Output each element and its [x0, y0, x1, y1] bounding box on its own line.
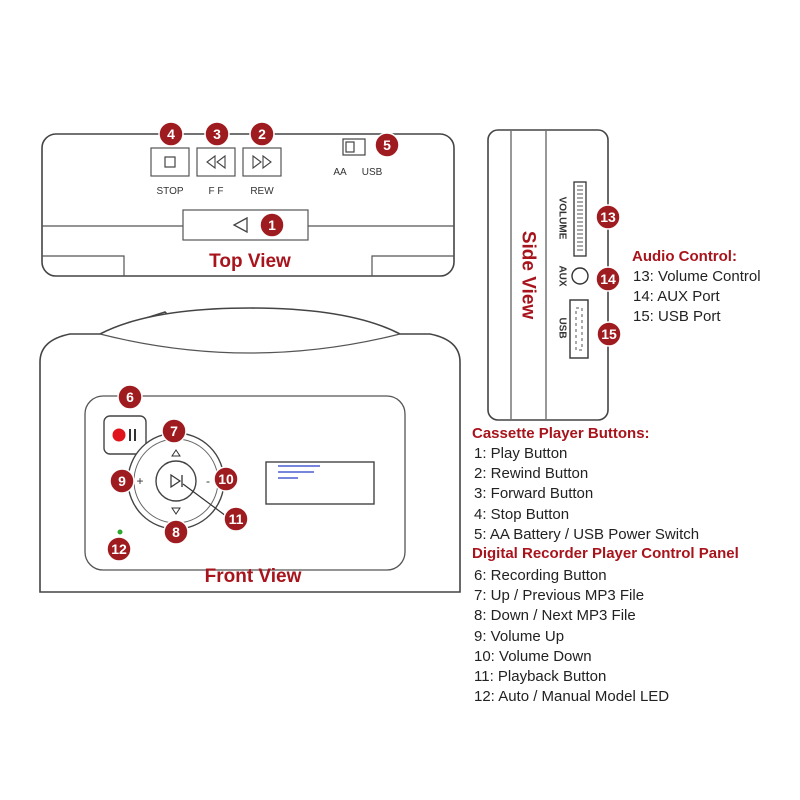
display-screen	[265, 461, 375, 505]
aux-port	[571, 267, 589, 285]
badge-4: 4	[158, 121, 184, 147]
minus-label: -	[206, 474, 210, 488]
play-pause-icon	[170, 473, 182, 489]
legend-item: 12: Auto / Manual Model LED	[474, 688, 670, 706]
svg-text:5: 5	[383, 137, 391, 153]
rew-label: REW	[250, 186, 274, 197]
badge-15: 15	[596, 321, 622, 347]
play-icon	[232, 216, 248, 234]
svg-text:12: 12	[111, 541, 127, 557]
power-switch-knob	[345, 141, 355, 153]
svg-text:6: 6	[126, 389, 134, 405]
badge-9: 9	[109, 468, 135, 494]
badge-7: 7	[161, 418, 187, 444]
badge-5: 5	[374, 132, 400, 158]
rew-button	[242, 147, 282, 177]
svg-text:11: 11	[229, 511, 244, 527]
double-left-arrow-icon	[206, 154, 226, 170]
svg-text:4: 4	[167, 126, 175, 142]
svg-text:3: 3	[213, 126, 221, 142]
top-view-body	[41, 133, 455, 277]
legend-item: 2: Rewind Button	[474, 465, 589, 483]
legend-item: 13: Volume Control	[633, 268, 761, 285]
usb-port-label: USB	[557, 317, 568, 338]
record-dot-icon	[112, 428, 126, 442]
legend-item: 1: Play Button	[474, 445, 568, 462]
legend-item: 15: USB Port	[633, 308, 721, 326]
aa-label: AA	[333, 167, 347, 178]
up-arrow-icon	[171, 449, 181, 457]
audio-control-heading: Audio Control:	[632, 248, 737, 265]
front-view: + - Front View	[39, 307, 461, 593]
svg-text:7: 7	[170, 423, 178, 439]
plus-label: +	[136, 474, 143, 488]
double-right-arrow-icon	[252, 154, 272, 170]
volume-wheel	[573, 181, 587, 257]
stop-label: STOP	[156, 186, 183, 197]
legend-item: 10: Volume Down	[474, 647, 592, 665]
ff-label: F F	[209, 186, 224, 197]
svg-text:8: 8	[172, 524, 180, 540]
legend-item: 7: Up / Previous MP3 File	[474, 587, 645, 605]
badge-3: 3	[204, 121, 230, 147]
badge-1: 1	[259, 212, 285, 238]
volume-label: VOLUME	[557, 197, 568, 240]
usb-port	[569, 299, 589, 359]
cassette-buttons-heading: Cassette Player Buttons:	[472, 425, 650, 442]
mode-led	[117, 529, 123, 535]
badge-8: 8	[163, 519, 189, 545]
svg-text:1: 1	[268, 217, 276, 233]
side-view: Side View VOLUME AUX USB	[487, 129, 609, 421]
svg-text:14: 14	[600, 271, 616, 287]
badge-10: 10	[213, 466, 239, 492]
badge-11: 11	[223, 506, 249, 532]
top-view: STOP F F REW AA USB Top View	[41, 133, 455, 277]
badge-12: 12	[106, 536, 132, 562]
svg-text:9: 9	[118, 473, 126, 489]
recorder-panel-list: 6: Recording Button 7: Up / Previous MP3…	[474, 566, 669, 707]
legend-item: 3: Forward Button	[474, 485, 594, 503]
recorder-panel-heading: Digital Recorder Player Control Panel	[472, 545, 739, 562]
svg-text:10: 10	[218, 471, 234, 487]
side-view-title: Side View	[518, 231, 539, 320]
legend-item: 5: AA Battery / USB Power Switch	[474, 525, 700, 543]
legend-item: 6: Recording Button	[474, 567, 607, 584]
svg-text:2: 2	[258, 126, 266, 142]
stop-icon	[164, 156, 176, 168]
audio-control-list: 13: Volume Control 14: AUX Port 15: USB …	[633, 267, 761, 328]
legend-item: 9: Volume Up	[474, 627, 565, 645]
svg-text:13: 13	[600, 209, 616, 225]
usb-switch-label: USB	[362, 167, 383, 178]
side-view-body	[487, 129, 609, 421]
badge-13: 13	[595, 204, 621, 230]
legend-item: 8: Down / Next MP3 File	[474, 607, 636, 625]
aux-label: AUX	[557, 265, 568, 286]
badge-2: 2	[249, 121, 275, 147]
down-arrow-icon	[171, 507, 181, 515]
volume-wheel-ridges	[577, 185, 583, 251]
badge-14: 14	[595, 266, 621, 292]
legend-item: 11: Playback Button	[474, 668, 607, 686]
ff-button	[196, 147, 236, 177]
top-view-title: Top View	[209, 251, 291, 272]
legend-item: 4: Stop Button	[474, 505, 570, 523]
badge-6: 6	[117, 384, 143, 410]
front-view-title: Front View	[205, 566, 302, 587]
legend-item: 14: AUX Port	[633, 288, 720, 306]
cassette-buttons-list: 1: Play Button 2: Rewind Button 3: Forwa…	[474, 444, 699, 545]
svg-text:15: 15	[601, 326, 617, 342]
